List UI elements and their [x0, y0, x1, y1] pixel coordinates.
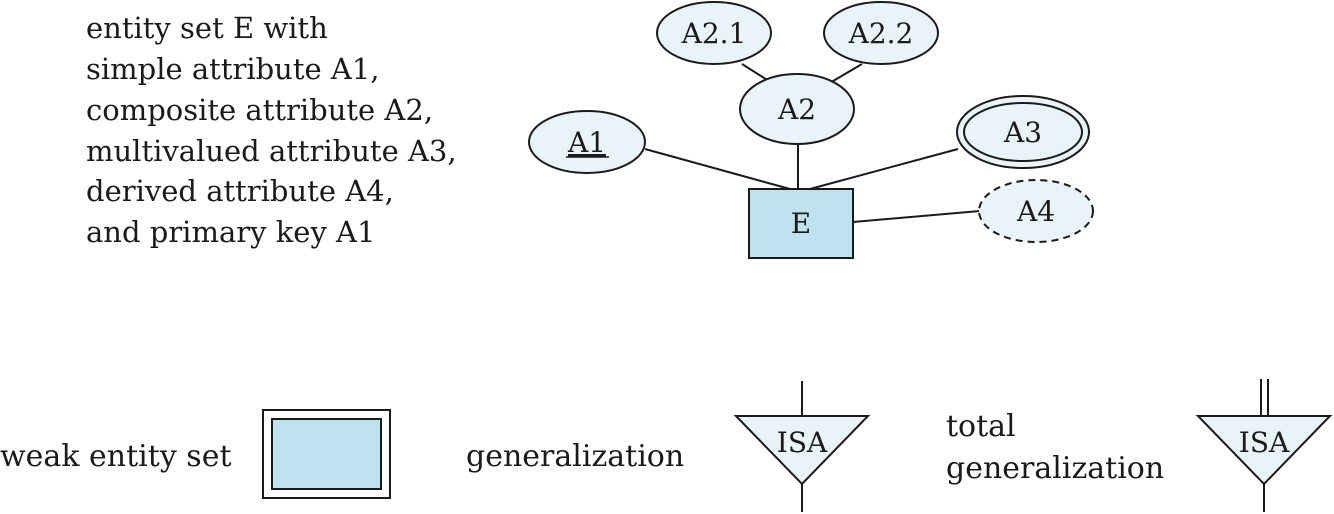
attribute-a3-label: A3	[1003, 116, 1042, 149]
entity-e: E	[748, 188, 854, 259]
connector-a3-e	[809, 148, 959, 190]
attribute-a2: A2	[739, 73, 855, 145]
legend-weak-entity: weak entity set	[0, 409, 391, 499]
legend-generalization: generalization ISA	[466, 381, 871, 512]
attribute-a3-inner-oval	[963, 102, 1083, 162]
total-generalization-caption-line-2: generalization	[946, 451, 1164, 486]
attribute-a2-1-oval	[656, 1, 772, 65]
description-line-3: composite attribute A2,	[86, 93, 433, 127]
weak-entity-caption: weak entity set	[0, 439, 232, 474]
attribute-a2-1-label: A2.1	[681, 17, 747, 50]
description-line-6: and primary key A1	[86, 215, 375, 249]
generalization-isa-label: ISA	[777, 426, 828, 459]
attribute-a1-label: A1	[567, 126, 606, 159]
connectors	[644, 63, 981, 223]
generalization-caption: generalization	[466, 439, 684, 474]
description-line-4: multivalued attribute A3,	[86, 134, 457, 168]
attribute-a2-2-label: A2.2	[848, 17, 914, 50]
description-line-2: simple attribute A1,	[86, 52, 380, 86]
total-generalization-isa-label: ISA	[1239, 426, 1290, 459]
entity-e-label: E	[791, 207, 811, 240]
attribute-a4-dashed-oval	[978, 179, 1094, 243]
attribute-a2-oval	[739, 73, 855, 145]
legend-total-generalization: total generalization ISA	[946, 379, 1333, 512]
generalization-isa-triangle	[733, 415, 871, 486]
total-generalization-isa-triangle	[1195, 415, 1333, 486]
description-line-1: entity set E with	[86, 11, 328, 45]
attribute-a4: A4	[978, 179, 1094, 243]
attribute-a4-label: A4	[1016, 195, 1055, 228]
description-block: entity set E with simple attribute A1, c…	[86, 11, 457, 249]
description-line-5: derived attribute A4,	[86, 174, 394, 208]
attribute-a2-1: A2.1	[656, 1, 772, 65]
connector-a1-e	[644, 148, 791, 190]
attribute-a2-2: A2.2	[823, 1, 939, 65]
attribute-a1-oval	[528, 110, 646, 174]
attribute-a3: A3	[956, 95, 1090, 169]
attribute-a2-label: A2	[777, 93, 816, 126]
entity-e-rectangle	[748, 188, 854, 259]
total-generalization-caption-line-1: total	[946, 409, 1016, 444]
connector-e-a4	[852, 210, 981, 223]
connector-a22-a2	[827, 63, 863, 85]
weak-entity-inner-rectangle	[271, 418, 382, 490]
attribute-a2-2-oval	[823, 1, 939, 65]
attribute-a1: A1	[528, 110, 646, 174]
